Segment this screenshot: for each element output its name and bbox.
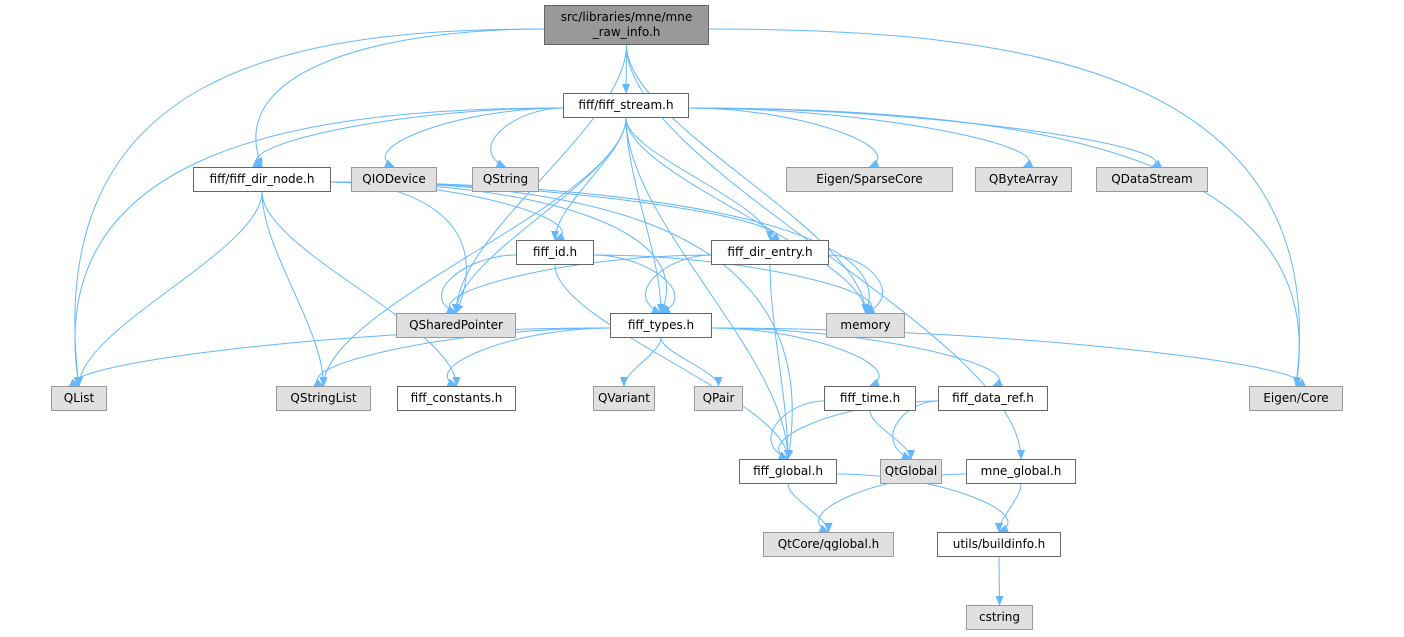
edge-fiff_stream-to-memory bbox=[625, 117, 870, 314]
node-label: QDataStream bbox=[1111, 172, 1193, 186]
node-label: Eigen/SparseCore bbox=[816, 172, 923, 186]
edge-fiff_types-to-QStringList bbox=[313, 327, 611, 387]
graph-node-fiff-time[interactable]: fiff_time.h bbox=[824, 386, 916, 411]
edge-fiff_types-to-fiff_time bbox=[711, 327, 880, 387]
node-label: fiff_time.h bbox=[839, 391, 901, 405]
node-label: fiff/fiff_stream.h bbox=[578, 98, 674, 112]
edge-fiff_global-to-buildinfo bbox=[836, 473, 1009, 533]
edge-fiff_stream-to-fiff_global bbox=[625, 117, 792, 460]
graph-node-fiff-id[interactable]: fiff_id.h bbox=[516, 240, 594, 265]
graph-node-qiodevice: QIODevice bbox=[351, 167, 437, 192]
graph-node-qtglobal: QtGlobal bbox=[880, 459, 942, 484]
edge-fiff_stream-to-EigenCore bbox=[688, 107, 1302, 387]
edge-fiff_types-to-EigenCore bbox=[711, 327, 1306, 387]
edge-fiff_stream-to-QDataStream bbox=[688, 107, 1162, 168]
edge-fiff_stream-to-QStringList bbox=[319, 117, 627, 387]
graph-node-root: src/libraries/mne/mne _raw_info.h bbox=[544, 5, 709, 45]
node-label: QSharedPointer bbox=[409, 318, 503, 332]
edge-root-to-QSharedPointer bbox=[452, 44, 627, 314]
graph-node-fiff-dir-node[interactable]: fiff/fiff_dir_node.h bbox=[193, 167, 331, 192]
edge-fiff_dir_node-to-memory bbox=[330, 181, 873, 314]
graph-node-fiff-types[interactable]: fiff_types.h bbox=[610, 313, 712, 338]
node-label: QList bbox=[63, 391, 95, 405]
edge-fiff_stream-to-fiff_dir_entry bbox=[625, 117, 774, 241]
graph-node-buildinfo[interactable]: utils/buildinfo.h bbox=[937, 532, 1061, 557]
graph-node-cstring: cstring bbox=[966, 605, 1033, 630]
graph-node-memory: memory bbox=[826, 313, 905, 338]
edge-fiff_stream-to-QList bbox=[73, 107, 564, 387]
edge-root-to-EigenCore bbox=[708, 28, 1302, 387]
node-label: QString bbox=[482, 172, 529, 186]
node-label: fiff_id.h bbox=[532, 245, 578, 259]
node-label: mne_global.h bbox=[980, 464, 1062, 478]
node-label: QPair bbox=[702, 391, 735, 405]
node-label: QByteArray bbox=[988, 172, 1059, 186]
edge-buildinfo-to-cstring bbox=[995, 556, 1004, 606]
edge-fiff_stream-to-QIODevice bbox=[384, 107, 564, 168]
graph-node-fiff-stream[interactable]: fiff/fiff_stream.h bbox=[563, 93, 689, 118]
edge-fiff_dir_node-to-QList bbox=[75, 191, 263, 387]
edge-fiff_stream-to-fiff_id bbox=[551, 117, 627, 241]
graph-node-fiff-global[interactable]: fiff_global.h bbox=[739, 459, 837, 484]
edge-fiff_dir_node-to-QStringList bbox=[261, 191, 328, 387]
graph-node-qbytearray: QByteArray bbox=[975, 167, 1072, 192]
node-label: fiff_global.h bbox=[753, 464, 823, 478]
graph-node-mne-global[interactable]: mne_global.h bbox=[966, 459, 1076, 484]
edge-fiff_dir_entry-to-memory bbox=[828, 254, 883, 314]
edge-fiff_types-to-QVariant bbox=[620, 337, 662, 387]
node-label: QStringList bbox=[290, 391, 357, 405]
edge-fiff_stream-to-fiff_dir_node bbox=[252, 107, 564, 168]
node-label: QVariant bbox=[597, 391, 650, 405]
node-label: QtCore/qglobal.h bbox=[777, 537, 880, 551]
graph-node-qvariant: QVariant bbox=[593, 386, 655, 411]
node-label: Eigen/Core bbox=[1263, 391, 1329, 405]
edge-mne_global-to-buildinfo bbox=[995, 483, 1022, 533]
graph-node-qglobal: QtCore/qglobal.h bbox=[763, 532, 894, 557]
edge-fiff_global-to-qglobal bbox=[787, 483, 833, 533]
graph-node-qdatastream: QDataStream bbox=[1096, 167, 1208, 192]
node-label: fiff_dir_entry.h bbox=[727, 245, 813, 259]
graph-node-qpair: QPair bbox=[694, 386, 743, 411]
node-label: QtGlobal bbox=[884, 464, 938, 478]
node-label: src/libraries/mne/mne _raw_info.h bbox=[560, 10, 693, 39]
node-label: fiff/fiff_dir_node.h bbox=[209, 172, 315, 186]
graph-node-fiff-data-ref[interactable]: fiff_data_ref.h bbox=[938, 386, 1048, 411]
graph-node-sparsecore: Eigen/SparseCore bbox=[786, 167, 953, 192]
edge-fiff_id-to-fiff_global bbox=[554, 264, 792, 460]
graph-node-eigencore: Eigen/Core bbox=[1249, 386, 1343, 411]
edge-fiff_dir_node-to-QSharedPointer bbox=[330, 181, 467, 314]
node-label: fiff_constants.h bbox=[410, 391, 503, 405]
graph-node-qsharedpointer: QSharedPointer bbox=[396, 313, 516, 338]
edge-fiff_id-to-QSharedPointer bbox=[441, 254, 517, 314]
edge-fiff_data_ref-to-QtGlobal bbox=[892, 400, 939, 460]
graph-node-fiff-constants[interactable]: fiff_constants.h bbox=[397, 386, 516, 411]
edge-fiff_stream-to-fiff_types bbox=[625, 117, 665, 314]
edge-fiff_dir_entry-to-fiff_types bbox=[645, 254, 712, 314]
edge-fiff_time-to-fiff_global bbox=[770, 400, 825, 460]
graph-node-qstringlist: QStringList bbox=[276, 386, 371, 411]
edge-fiff_time-to-QtGlobal bbox=[869, 410, 915, 460]
edge-root-to-QList bbox=[73, 28, 545, 387]
node-label: fiff_types.h bbox=[627, 318, 695, 332]
edge-fiff_types-to-fiff_constants bbox=[446, 327, 611, 387]
edge-fiff_stream-to-SparseCore bbox=[688, 107, 880, 168]
graph-node-qlist: QList bbox=[51, 386, 107, 411]
node-label: cstring bbox=[978, 610, 1021, 624]
edge-root-to-memory bbox=[626, 44, 870, 314]
graph-node-qstring: QString bbox=[472, 167, 539, 192]
node-label: QIODevice bbox=[362, 172, 426, 186]
edge-fiff_stream-to-QByteArray bbox=[688, 107, 1034, 168]
node-label: fiff_data_ref.h bbox=[952, 391, 1034, 405]
edge-fiff_dir_entry-to-QSharedPointer bbox=[446, 254, 712, 314]
edge-fiff_dir_node-to-fiff_constants bbox=[261, 191, 461, 387]
edge-fiff_id-to-fiff_types bbox=[593, 254, 676, 314]
edge-fiff_types-to-fiff_data_ref bbox=[711, 327, 1003, 387]
edge-root-to-fiff_dir_node bbox=[254, 28, 545, 168]
edge-fiff_stream-to-QString bbox=[490, 107, 564, 168]
graph-node-fiff-dir-entry[interactable]: fiff_dir_entry.h bbox=[711, 240, 829, 265]
edge-fiff_types-to-QPair bbox=[660, 337, 723, 387]
node-label: utils/buildinfo.h bbox=[952, 537, 1046, 551]
node-label: memory bbox=[840, 318, 891, 332]
